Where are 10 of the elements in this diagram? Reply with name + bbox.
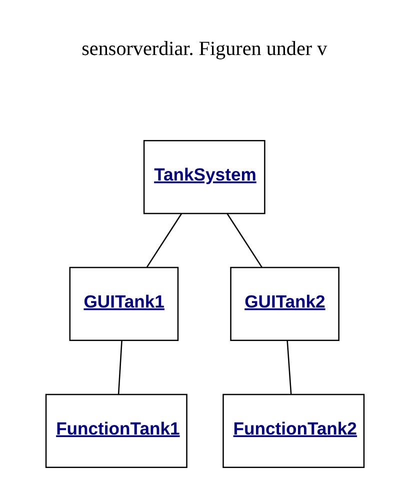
node-box: TankSystem	[142, 140, 265, 214]
node-box: GUITank1	[68, 266, 178, 342]
node-box: FunctionTank2	[222, 394, 364, 468]
connector	[146, 213, 182, 268]
connector	[286, 340, 292, 394]
label: sensorverdiar. Figuren under v	[81, 38, 327, 60]
connector	[117, 340, 122, 394]
node-box: FunctionTank1	[44, 394, 187, 468]
node-box: GUITank2	[230, 266, 339, 342]
connector	[226, 213, 262, 268]
